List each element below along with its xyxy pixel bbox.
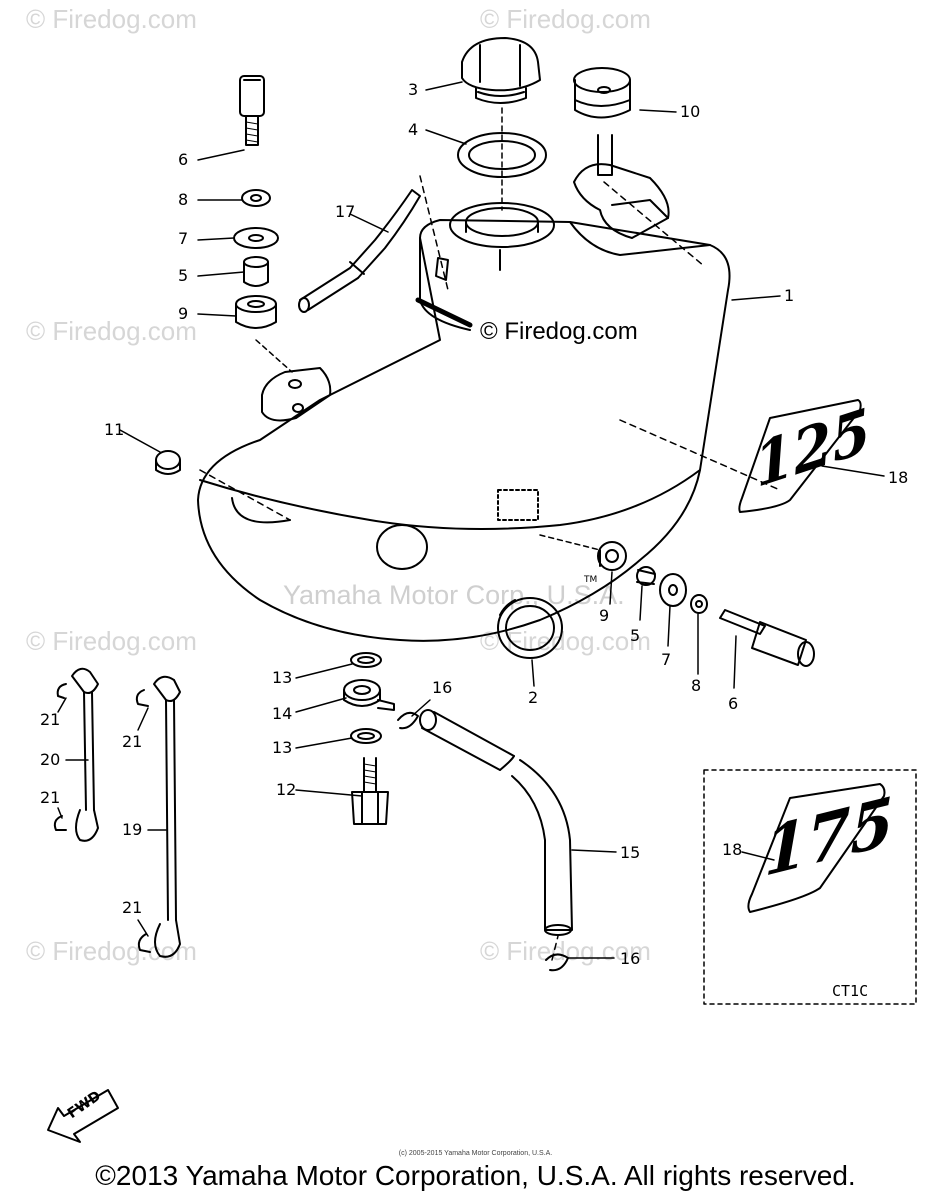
fuel-hose-15 — [419, 709, 573, 936]
callout-13-upper: 13 — [272, 668, 293, 687]
washer-13-lower — [350, 728, 382, 744]
grommet-11 — [155, 450, 181, 475]
clip-16-lower — [545, 953, 569, 972]
callout-3: 3 — [408, 80, 419, 99]
leader-dash — [539, 534, 601, 551]
fuel-cap — [461, 37, 541, 104]
banjo-bolt-12 — [351, 757, 389, 825]
washer-7-right — [659, 573, 687, 607]
callout-5: 5 — [178, 266, 189, 285]
callout-7-right: 7 — [661, 650, 672, 669]
banjo-fitting-14 — [343, 679, 395, 711]
callout-9-right: 9 — [599, 606, 610, 625]
callout-18-125: 18 — [888, 468, 909, 487]
cap-2 — [497, 597, 563, 659]
callout-13-lower: 13 — [272, 738, 293, 757]
callout-14: 14 — [272, 704, 293, 723]
watermark: © Firedog.com — [26, 626, 197, 656]
grommet-9-right — [597, 541, 627, 571]
cable-19 — [135, 675, 181, 958]
callout-17: 17 — [335, 202, 356, 221]
copyright-footer: ©2013 Yamaha Motor Corporation, U.S.A. A… — [95, 1160, 856, 1191]
variant-code: CT1C — [832, 982, 869, 1000]
washer-7-top — [233, 227, 279, 249]
mount-bolt-6-top — [239, 75, 265, 146]
callout-16-lower: 16 — [620, 949, 641, 968]
mount-bolt-6-right — [719, 609, 815, 667]
construction-lines — [199, 175, 781, 961]
washer-8-top — [241, 189, 271, 207]
callout-20: 20 — [40, 750, 61, 769]
callout-4: 4 — [408, 120, 419, 139]
fuel-tank — [197, 219, 731, 642]
watermark: © Firedog.com — [26, 936, 197, 966]
clip-16-upper — [397, 711, 419, 730]
emblem-125 — [738, 399, 862, 513]
rubber-mount-10 — [573, 67, 670, 239]
watermark-yamaha: Yamaha Motor Corp., U.S.A. — [283, 580, 625, 610]
callout-19: 19 — [122, 820, 143, 839]
callout-15: 15 — [620, 843, 641, 862]
callout-8: 8 — [178, 190, 189, 209]
callout-2: 2 — [528, 688, 539, 707]
callout-21-b: 21 — [40, 788, 61, 807]
leader-lines — [57, 81, 885, 959]
callout-9: 9 — [178, 304, 189, 323]
washer-13-upper — [350, 652, 382, 668]
callout-6-right: 6 — [728, 694, 739, 713]
callout-21-c: 21 — [122, 732, 143, 751]
breather-pipe — [298, 189, 421, 313]
collar-5-right — [636, 566, 656, 586]
callout-11: 11 — [104, 420, 125, 439]
fwd-arrow — [47, 1089, 119, 1143]
watermark: © Firedog.com — [26, 4, 197, 34]
collar-5-top — [243, 256, 269, 287]
callout-5-right: 5 — [630, 626, 641, 645]
callout-1: 1 — [784, 286, 795, 305]
watermark-center: © Firedog.com — [480, 318, 638, 345]
callout-21-a: 21 — [40, 710, 61, 729]
grommet-9-top — [235, 295, 277, 329]
inset-box — [703, 769, 917, 1005]
callout-10: 10 — [680, 102, 701, 121]
small-copyright: (c) 2005-2015 Yamaha Motor Corporation, … — [398, 1150, 553, 1157]
callout-7: 7 — [178, 229, 189, 248]
callout-16-upper: 16 — [432, 678, 453, 697]
callout-21-d: 21 — [122, 898, 143, 917]
washer-8-right — [690, 594, 708, 614]
trademark: TM — [584, 575, 598, 585]
cap-gasket — [457, 107, 547, 211]
callout-12: 12 — [276, 780, 297, 799]
callout-18-175: 18 — [722, 840, 743, 859]
cable-20 — [53, 667, 99, 842]
watermark: © Firedog.com — [480, 4, 651, 34]
filler-neck — [435, 202, 555, 281]
callout-8-right: 8 — [691, 676, 702, 695]
leader-dash — [255, 339, 293, 373]
callout-6: 6 — [178, 150, 189, 169]
watermark: © Firedog.com — [26, 316, 197, 346]
